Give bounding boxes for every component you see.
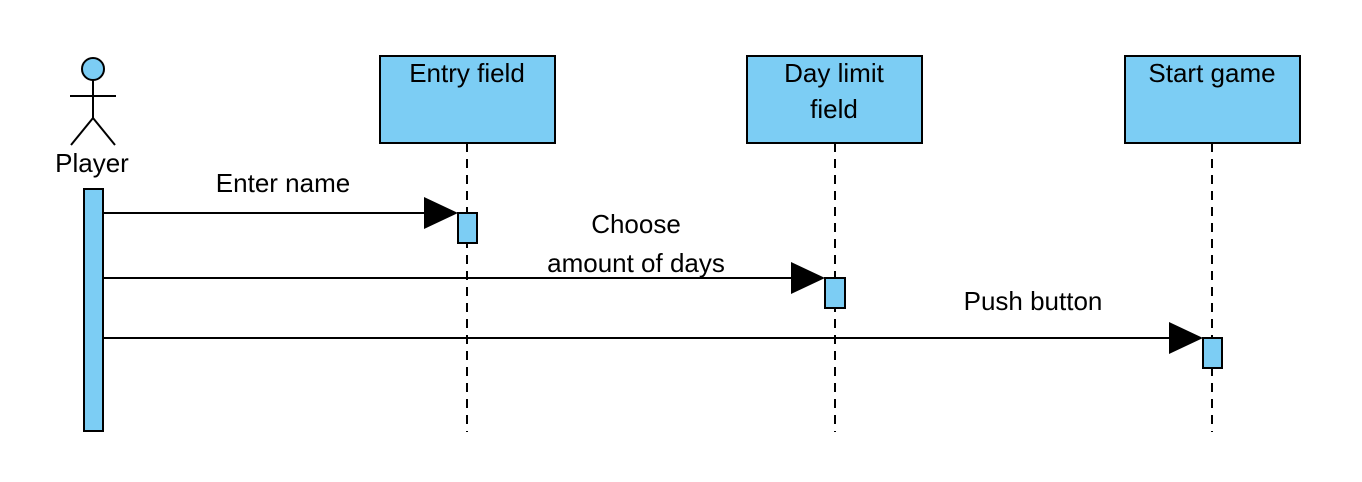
message-label-line-1: Choose — [591, 209, 681, 239]
message-choose-amount-of-days: Choose amount of days — [103, 209, 825, 294]
message-label: Enter name — [216, 168, 350, 198]
arrowhead-icon — [1169, 322, 1203, 354]
message-push-button: Push button — [103, 286, 1203, 354]
actor-label: Player — [55, 148, 129, 178]
activation-bar — [1202, 337, 1223, 369]
message-label: Push button — [964, 286, 1103, 316]
message-label-line-2: amount of days — [547, 248, 725, 278]
participant-box — [379, 55, 556, 144]
participant-box — [1124, 55, 1301, 144]
participant-label: Start game — [1148, 58, 1275, 88]
arrowhead-icon — [791, 262, 825, 294]
actor-activation-bar — [83, 188, 104, 432]
participant-label-line-1: Day limit — [784, 58, 884, 88]
activation-bar — [457, 212, 478, 244]
actor-player: Player — [55, 57, 129, 432]
actor-right-leg — [92, 117, 116, 146]
message-enter-name: Enter name — [103, 168, 458, 229]
participant-box — [746, 55, 923, 144]
actor-head — [81, 57, 105, 81]
activation-bar — [824, 277, 846, 309]
participant-entry-field: Entry field — [379, 55, 556, 432]
participant-start-game: Start game — [1124, 55, 1301, 432]
participant-day-limit-field: Day limit field — [746, 55, 923, 432]
actor-left-leg — [70, 117, 94, 146]
participant-label-line-2: field — [810, 94, 858, 124]
participant-label: Entry field — [409, 58, 525, 88]
arrowhead-icon — [424, 197, 458, 229]
